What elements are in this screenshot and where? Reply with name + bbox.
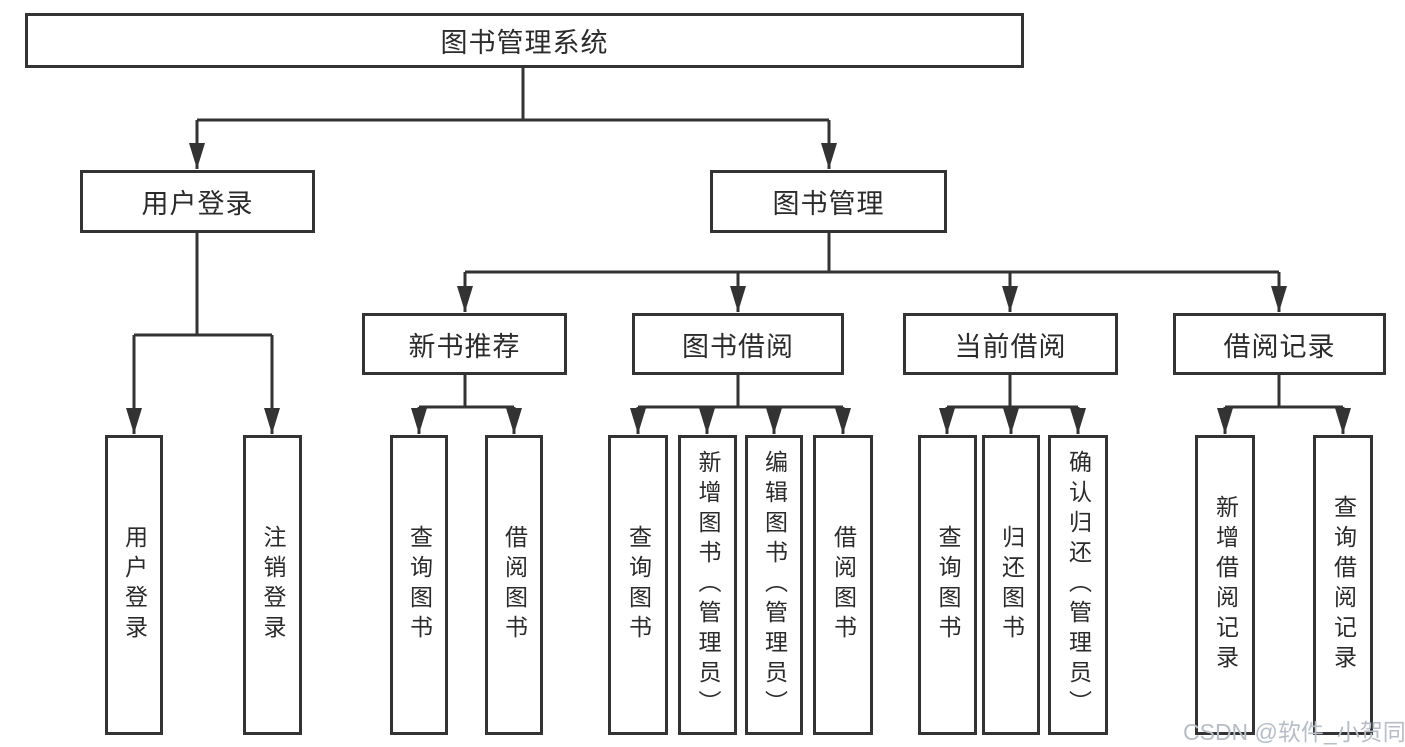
leaf-confirm-return-admin: 确认归还（管理员）: [1048, 435, 1108, 735]
leaf-label: 新增图书（管理员）: [695, 450, 721, 720]
leaf-user-login: 用户登录: [105, 435, 163, 735]
leaf-label: 查询图书: [935, 525, 961, 645]
node-borrowing-records: 借阅记录: [1173, 313, 1386, 375]
leaf-query-books-borrow: 查询图书: [608, 435, 668, 735]
node-book-borrowing: 图书借阅: [632, 313, 844, 375]
leaf-label: 借阅图书: [501, 525, 528, 645]
node-user-login: 用户登录: [80, 170, 315, 233]
leaf-label: 查询图书: [406, 525, 433, 645]
leaf-query-books-recommend: 查询图书: [390, 435, 448, 735]
node-label: 当前借阅: [954, 331, 1067, 362]
leaf-return-books: 归还图书: [982, 435, 1040, 735]
leaf-label: 查询借阅记录: [1330, 495, 1357, 675]
leaf-logout: 注销登录: [243, 435, 302, 735]
node-current-borrowing: 当前借阅: [903, 313, 1118, 375]
leaf-add-borrow-record: 新增借阅记录: [1195, 435, 1255, 735]
leaf-edit-book-admin: 编辑图书（管理员）: [745, 435, 803, 735]
leaf-label: 借阅图书: [830, 525, 857, 645]
leaf-query-books-current: 查询图书: [918, 435, 977, 735]
leaf-label: 查询图书: [625, 525, 652, 645]
leaf-borrow-books-recommend: 借阅图书: [485, 435, 543, 735]
node-book-management: 图书管理: [710, 170, 947, 233]
node-library-management-system: 图书管理系统: [25, 13, 1024, 68]
csdn-watermark: CSDN @软件_小贺同学: [1183, 719, 1405, 745]
leaf-label: 编辑图书（管理员）: [761, 450, 788, 720]
node-label: 借阅记录: [1223, 331, 1336, 362]
leaf-label: 归还图书: [998, 525, 1025, 645]
node-label: 图书借阅: [682, 331, 794, 362]
leaf-label: 用户登录: [121, 525, 148, 645]
node-label: 图书管理: [772, 189, 885, 219]
leaf-label: 注销登录: [260, 525, 286, 645]
leaf-add-book-admin: 新增图书（管理员）: [678, 435, 737, 735]
node-label: 用户登录: [141, 189, 254, 219]
leaf-label: 确认归还（管理员）: [1065, 450, 1092, 720]
node-new-book-recommend: 新书推荐: [362, 313, 567, 375]
leaf-borrow-books: 借阅图书: [813, 435, 873, 735]
node-label: 新书推荐: [408, 331, 521, 362]
node-label: 图书管理系统: [440, 28, 609, 58]
leaf-query-borrow-record: 查询借阅记录: [1313, 435, 1373, 735]
leaf-label: 新增借阅记录: [1212, 495, 1239, 675]
